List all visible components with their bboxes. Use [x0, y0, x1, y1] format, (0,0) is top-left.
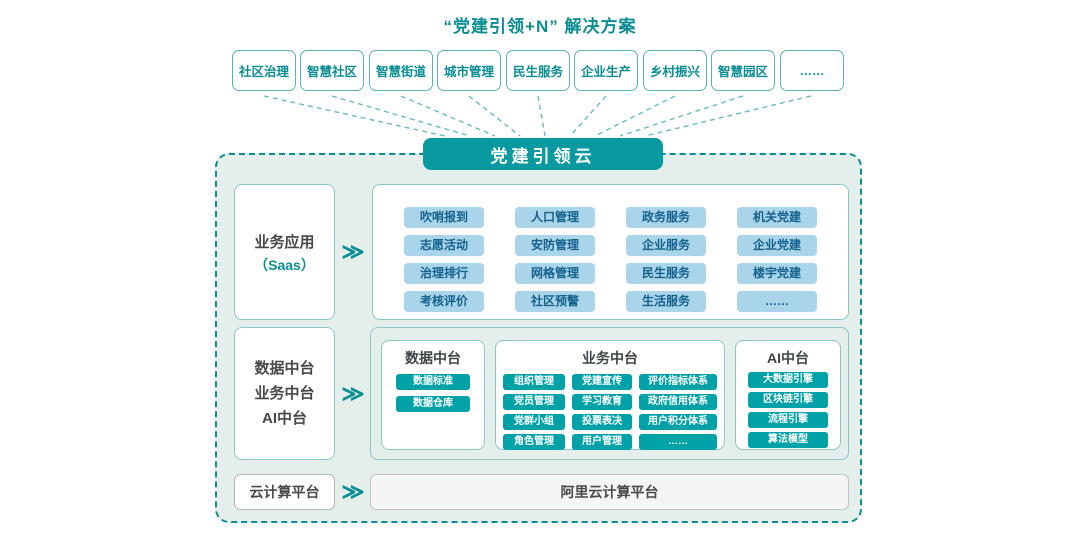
app-chip: 网格管理 [515, 263, 595, 284]
capability-chip: 流程引擎 [748, 412, 828, 428]
capability-chip: 党群小组 [503, 414, 565, 430]
ai-platform-title: AI中台 [767, 350, 809, 366]
middle-platforms-panel: 数据中台 数据标准 数据仓库 业务中台 组织管理 党建宣传 评价指标体系 党员管… [370, 327, 849, 460]
app-chip: 生活服务 [626, 291, 706, 312]
app-chip: 企业服务 [626, 235, 706, 256]
scenario-box-more: …… [780, 50, 844, 91]
capability-chip: 党员管理 [503, 394, 565, 410]
alibaba-cloud-platform-box: 阿里云计算平台 [370, 474, 849, 510]
platform-container: 业务应用 （Saas） ≫ 吹哨报到 人口管理 政务服务 机关党建 志愿活动 安… [215, 153, 862, 523]
page-title: “党建引领+N” 解决方案 [443, 17, 637, 36]
capability-chip: 投票表决 [572, 414, 632, 430]
capability-chip: 学习教育 [572, 394, 632, 410]
scenario-box-enterprise-production: 企业生产 [574, 50, 638, 91]
app-chip: 企业党建 [737, 235, 817, 256]
app-chip: 安防管理 [515, 235, 595, 256]
iaas-layer-label: 云计算平台 [234, 474, 335, 510]
middle-label-business: 业务中台 [254, 385, 315, 402]
capability-chip: 区块链引擎 [748, 392, 828, 408]
double-chevron-icon: ≫ [341, 239, 365, 264]
app-chip: 社区预警 [515, 291, 595, 312]
app-chip: 民生服务 [626, 263, 706, 284]
app-chip: 志愿活动 [404, 235, 484, 256]
app-chip: …… [737, 291, 817, 312]
capability-chip: …… [639, 434, 717, 450]
capability-chip: 用户积分体系 [639, 414, 717, 430]
app-chip: 吹哨报到 [404, 207, 484, 228]
app-chip: 政务服务 [626, 207, 706, 228]
saas-label-subtext: （Saas） [254, 256, 315, 273]
middle-layer-label: 数据中台 业务中台 AI中台 [234, 327, 335, 460]
capability-chip: 评价指标体系 [639, 374, 717, 390]
app-chip: 人口管理 [515, 207, 595, 228]
scenario-box-community-governance: 社区治理 [232, 50, 296, 91]
capability-chip: 组织管理 [503, 374, 565, 390]
capability-chip: 数据仓库 [396, 396, 470, 412]
capability-chip: 政府信用体系 [639, 394, 717, 410]
ai-platform-box: AI中台 大数据引擎 区块链引擎 流程引擎 算法模型 [735, 340, 841, 450]
business-platform-title: 业务中台 [582, 350, 638, 366]
business-platform-grid: 组织管理 党建宣传 评价指标体系 党员管理 学习教育 政府信用体系 党群小组 投… [496, 374, 724, 450]
saas-label-text: 业务应用 [254, 233, 315, 251]
data-platform-title: 数据中台 [405, 350, 461, 366]
app-chip: 治理排行 [404, 263, 484, 284]
scenario-box-smart-street: 智慧街道 [369, 50, 433, 91]
scenario-box-livelihood-services: 民生服务 [506, 50, 570, 91]
capability-chip: 用户管理 [572, 434, 632, 450]
capability-chip: 算法模型 [748, 432, 828, 448]
saas-layer-label: 业务应用 （Saas） [234, 184, 335, 320]
party-building-cloud-banner: 党建引领云 [423, 138, 663, 170]
saas-apps-panel: 吹哨报到 人口管理 政务服务 机关党建 志愿活动 安防管理 企业服务 企业党建 … [372, 184, 849, 320]
capability-chip: 角色管理 [503, 434, 565, 450]
business-platform-box: 业务中台 组织管理 党建宣传 评价指标体系 党员管理 学习教育 政府信用体系 党… [495, 340, 725, 450]
app-chip: 机关党建 [737, 207, 817, 228]
capability-chip: 大数据引擎 [748, 372, 828, 388]
data-platform-box: 数据中台 数据标准 数据仓库 [381, 340, 485, 450]
double-chevron-icon: ≫ [341, 479, 365, 504]
app-chip: 考核评价 [404, 291, 484, 312]
capability-chip: 数据标准 [396, 374, 470, 390]
middle-label-ai: AI中台 [261, 410, 307, 427]
scenario-box-city-management: 城市管理 [437, 50, 501, 91]
middle-label-data: 数据中台 [254, 360, 315, 377]
scenario-box-rural-revitalization: 乡村振兴 [643, 50, 707, 91]
capability-chip: 党建宣传 [572, 374, 632, 390]
app-chip: 楼宇党建 [737, 263, 817, 284]
double-chevron-icon: ≫ [341, 380, 365, 406]
scenario-box-smart-park: 智慧园区 [711, 50, 775, 91]
scenario-box-smart-community: 智慧社区 [300, 50, 364, 91]
